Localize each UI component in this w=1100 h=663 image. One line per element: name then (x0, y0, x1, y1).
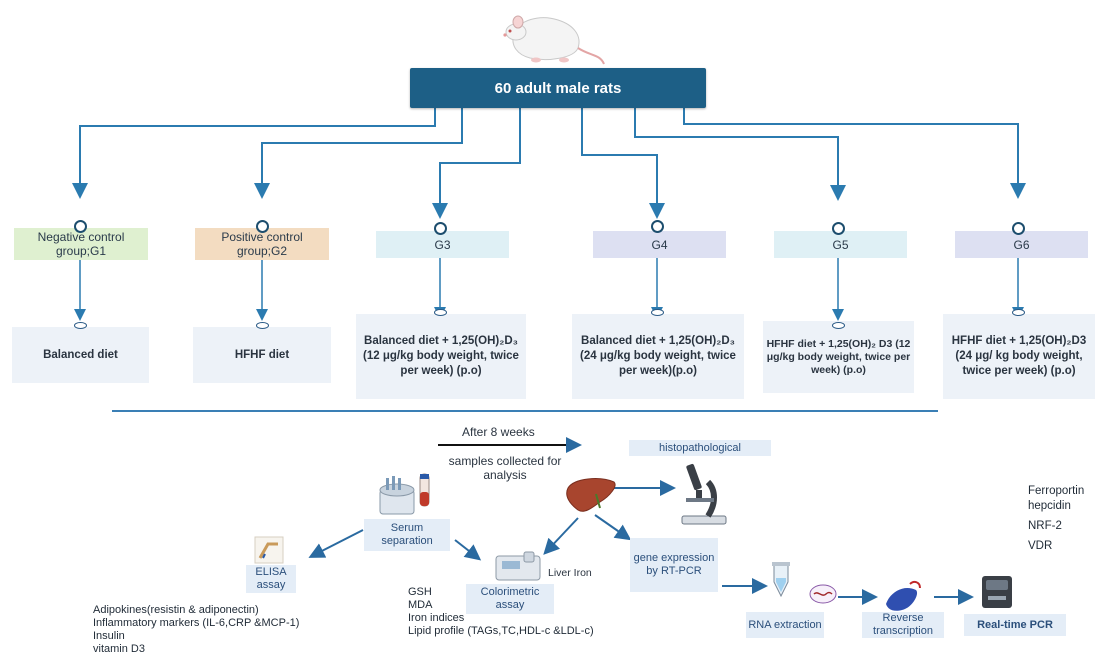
group-g3-connector-icon (434, 222, 447, 235)
histopathological-label: histopathological (629, 440, 771, 456)
gene-expression-label: gene expression by RT-PCR (630, 538, 718, 592)
rat-icon (503, 15, 605, 65)
group-g6: G6 (955, 231, 1088, 258)
wire-g6 (683, 108, 1026, 199)
wire-g1 (72, 108, 436, 199)
reverse-transcription-label: Reverse transcription (862, 612, 944, 638)
serum-separation-label: Serum separation (364, 519, 450, 551)
diet-g2: HFHF diet (193, 327, 331, 383)
gene-list: Ferroportin hepcidin NRF-2 VDR (1028, 484, 1084, 554)
pcr-machine-icon (982, 576, 1012, 608)
diet-g4: Balanced diet + 1,25(OH)₂D₃ (24 μg/kg bo… (572, 314, 744, 399)
diet-g4-oval-icon (651, 309, 664, 316)
real-time-pcr-label: Real-time PCR (964, 614, 1066, 636)
group-g2-connector-icon (256, 220, 269, 233)
colorimetric-item: Iron indices (408, 612, 465, 624)
group-g4-connector-icon (651, 220, 664, 233)
diet-g6: HFHF diet + 1,25(OH)₂D3 (24 μg/ kg body … (943, 314, 1095, 399)
tube-icon (772, 562, 790, 598)
colorimetric-item: GSH (408, 586, 432, 598)
colorimetric-item: MDA (408, 599, 433, 611)
diet-g3: Balanced diet + 1,25(OH)₂D₃ (12 μg/kg bo… (356, 314, 526, 399)
enzyme-icon (886, 580, 921, 611)
group-g5: G5 (774, 231, 907, 258)
group-g6-connector-icon (1012, 222, 1025, 235)
colorimetric-item: Lipid profile (TAGs,TC,HDL-c &LDL-c) (408, 625, 594, 637)
pipette-icon (254, 536, 284, 564)
group-g1-connector-icon (74, 220, 87, 233)
samples-label: samples collected for analysis (448, 454, 562, 482)
diet-g1: Balanced diet (12, 327, 149, 383)
elisa-item: Adipokines(resistin & adiponectin) (93, 604, 259, 616)
elisa-item: Insulin (93, 630, 125, 642)
elisa-assay-label: ELISA assay (246, 565, 296, 593)
group-g2: Positive control group;G2 (195, 228, 329, 260)
elisa-measures: Adipokines(resistin & adiponectin) Infla… (93, 604, 299, 656)
diet-g1-oval-icon (74, 322, 87, 329)
wire-g3 (432, 108, 521, 219)
wire-g4 (581, 108, 665, 219)
diet-g5-oval-icon (832, 322, 845, 329)
liver-icon (566, 478, 616, 512)
elisa-item: Inflammatory markers (IL-6,CRP &MCP-1) (93, 617, 300, 629)
microscope-icon (681, 463, 727, 525)
spectrophotometer-icon (495, 551, 541, 581)
root-node: 60 adult male rats (410, 68, 706, 108)
rna-extraction-label: RNA extraction (746, 612, 824, 638)
rna-strand-icon (809, 584, 837, 604)
elisa-item: vitamin D3 (93, 643, 145, 655)
centrifuge-icon (379, 473, 430, 515)
colorimetric-assay-label: Colorimetric assay (466, 584, 554, 614)
wire-g2 (254, 108, 463, 199)
gene-item: NRF-2 (1028, 520, 1062, 532)
wire-g5 (634, 108, 846, 201)
group-g3: G3 (376, 231, 509, 258)
colorimetric-measures: GSH MDA Iron indices Lipid profile (TAGs… (408, 586, 594, 638)
liver-iron-label: Liver Iron (548, 567, 592, 579)
diet-g3-oval-icon (434, 309, 447, 316)
diet-g6-oval-icon (1012, 309, 1025, 316)
diet-g2-oval-icon (256, 322, 269, 329)
group-g5-connector-icon (832, 222, 845, 235)
group-g1: Negative control group;G1 (14, 228, 148, 260)
group-g4: G4 (593, 231, 726, 258)
gene-item: Ferroportin (1028, 485, 1085, 497)
gene-item: VDR (1028, 540, 1053, 552)
after-weeks-label: After 8 weeks (462, 425, 535, 439)
diet-g5: HFHF diet + 1,25(OH)₂ D3 (12 μg/kg body … (763, 321, 914, 393)
gene-item: hepcidin (1028, 500, 1071, 512)
